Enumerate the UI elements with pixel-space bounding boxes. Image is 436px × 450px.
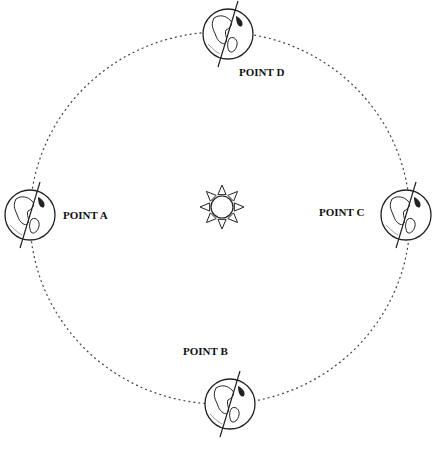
orbit-path xyxy=(30,32,410,404)
point-label: POINT D xyxy=(238,66,285,79)
point-label: POINT A xyxy=(62,209,109,222)
point-label: POINT C xyxy=(318,206,365,219)
sun-symbol xyxy=(200,185,244,229)
point-label: POINT B xyxy=(182,345,229,358)
earth-globe xyxy=(203,1,253,67)
earth-globe xyxy=(381,182,431,248)
earth-globe xyxy=(5,182,55,248)
earth-globe xyxy=(205,371,255,437)
